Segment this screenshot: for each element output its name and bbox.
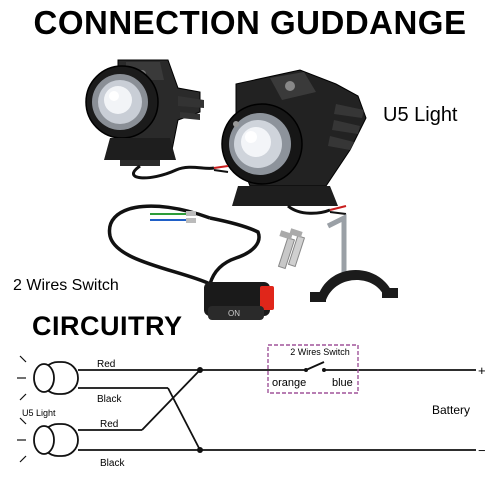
lamp-symbol-top bbox=[17, 355, 79, 401]
blue-wire-label: blue bbox=[332, 377, 353, 389]
handlebar-switch: ON bbox=[204, 282, 274, 320]
battery-label: Battery bbox=[432, 403, 470, 417]
circuit-diagram: 2 Wires Switch orange blue Red Black Red… bbox=[17, 344, 486, 469]
red-wire-label-top: Red bbox=[97, 359, 115, 370]
mounting-clamp bbox=[318, 269, 392, 300]
u5-light-left bbox=[85, 59, 204, 166]
switch-marking: ON bbox=[228, 309, 240, 318]
circuitry-heading: CIRCUITRY bbox=[32, 311, 183, 341]
black-wire-label-top: Black bbox=[97, 394, 122, 405]
battery-plus: + bbox=[478, 363, 486, 378]
screws bbox=[277, 228, 306, 270]
u5-light-right bbox=[221, 69, 367, 206]
red-wire-label-bottom: Red bbox=[100, 419, 118, 430]
switch-box-label: 2 Wires Switch bbox=[290, 347, 350, 357]
page-title: CONNECTION GUDDANGE bbox=[33, 4, 467, 41]
u5-light-label: U5 Light bbox=[383, 104, 458, 126]
circuit-light-label: U5 Light bbox=[22, 408, 56, 418]
allen-key bbox=[326, 213, 347, 280]
orange-wire-label: orange bbox=[272, 377, 306, 389]
switch-label: 2 Wires Switch bbox=[13, 277, 119, 294]
switch-box bbox=[267, 344, 359, 394]
lamp-symbol-bottom bbox=[17, 417, 79, 463]
black-wire-label-bottom: Black bbox=[100, 458, 125, 469]
battery-minus: − bbox=[478, 443, 486, 458]
